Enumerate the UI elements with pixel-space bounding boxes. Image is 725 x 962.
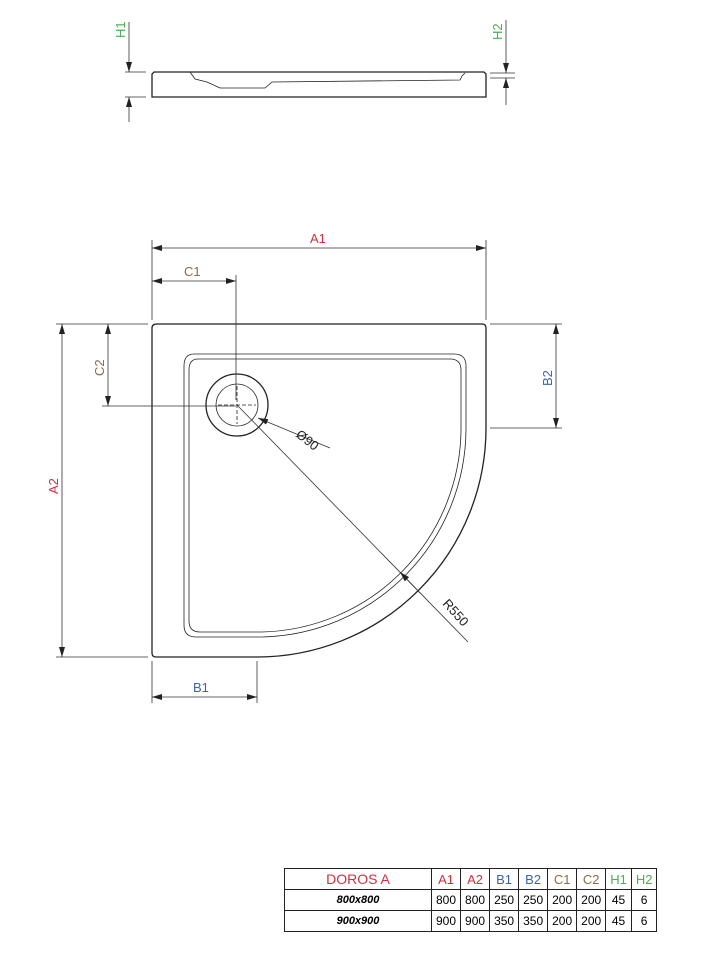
label-radius: R550 [440, 596, 472, 629]
header-a1: A1 [430, 868, 462, 890]
label-h1: H1 [113, 21, 128, 38]
dimensions-table: DOROS A A1 A2 B1 B2 C1 C2 H1 H2 800x800 … [284, 868, 658, 932]
cell: 45 [605, 910, 632, 932]
cell: 200 [547, 889, 578, 911]
header-b2: B2 [518, 868, 549, 890]
label-a2: A2 [46, 478, 61, 494]
size-cell: 800x800 [284, 889, 432, 911]
label-a1: A1 [310, 231, 326, 246]
label-diameter: Ø90 [293, 427, 322, 454]
label-b1: B1 [193, 680, 209, 695]
cell: 350 [489, 910, 520, 932]
cell: 350 [518, 910, 549, 932]
header-h2: H2 [630, 868, 658, 890]
header-c1: C1 [547, 868, 578, 890]
header-h1: H1 [605, 868, 632, 890]
cell: 200 [576, 910, 607, 932]
cell: 900 [430, 910, 462, 932]
cell: 250 [518, 889, 549, 911]
cell: 900 [460, 910, 491, 932]
cell: 800 [460, 889, 491, 911]
label-c2: C2 [92, 359, 107, 376]
table-row: 800x800 800 800 250 250 200 200 45 6 [284, 889, 658, 911]
model-name: DOROS A [284, 868, 432, 890]
cell: 200 [547, 910, 578, 932]
label-b2: B2 [540, 370, 555, 386]
table-header-row: DOROS A A1 A2 B1 B2 C1 C2 H1 H2 [284, 868, 658, 890]
cell: 250 [489, 889, 520, 911]
cell: 6 [630, 910, 658, 932]
header-c2: C2 [576, 868, 607, 890]
label-h2: H2 [490, 23, 505, 40]
side-profile: H1 H2 [113, 20, 515, 122]
cell: 800 [430, 889, 462, 911]
table-row: 900x900 900 900 350 350 200 200 45 6 [284, 910, 658, 932]
plan-view: Ø90 R550 A1 C1 A2 C2 B2 B1 [46, 231, 562, 703]
size-cell: 900x900 [284, 910, 432, 932]
cell: 6 [630, 889, 658, 911]
cell: 45 [605, 889, 632, 911]
header-a2: A2 [460, 868, 491, 890]
header-b1: B1 [489, 868, 520, 890]
label-c1: C1 [184, 264, 201, 279]
cell: 200 [576, 889, 607, 911]
